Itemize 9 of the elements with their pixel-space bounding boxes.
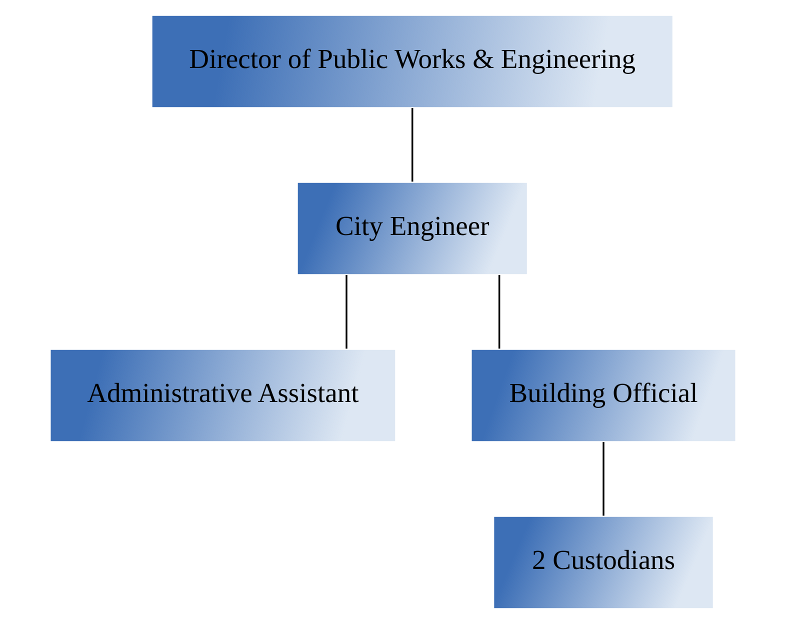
node-box: Director of Public Works & Engineering [150,14,674,109]
connector [498,275,500,349]
node-box: 2 Custodians [492,515,715,610]
node-box: Administrative Assistant [49,348,397,443]
node-box: City Engineer [296,181,529,276]
connector [346,275,348,349]
connector [602,442,604,516]
node-box: Building Official [470,348,737,443]
connector [412,108,414,182]
